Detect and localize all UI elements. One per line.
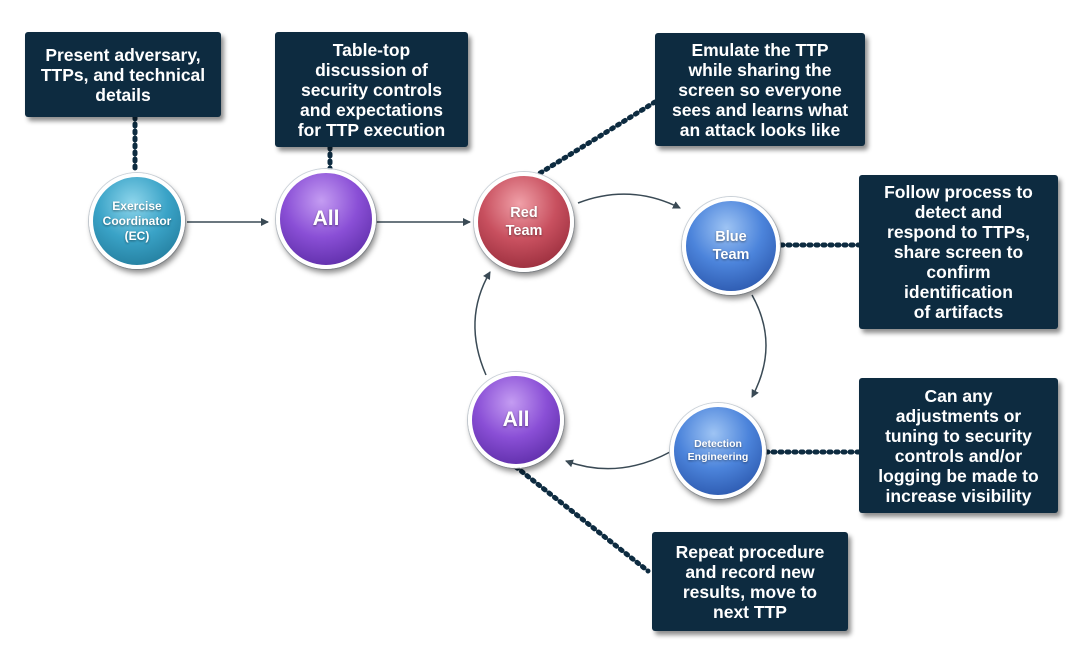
box-repeat-text: Repeat procedure and record new results,… [675, 541, 825, 622]
node-all-top-label: All [312, 207, 340, 230]
arrow-red-to-blue [577, 193, 681, 209]
box-table-top: Table-top discussion of security control… [275, 32, 468, 147]
node-all-bottom: All [468, 372, 564, 468]
node-blue-team: Blue Team [682, 197, 780, 295]
box-follow-process: Follow process to detect and respond to … [859, 175, 1058, 329]
arrow-detection-to-all [565, 451, 671, 470]
node-red-team-label: Red Team [505, 205, 543, 239]
node-red-team: Red Team [474, 172, 574, 272]
node-exercise-coordinator-label: Exercise Coordinator (EC) [102, 198, 172, 243]
box-present-adversary: Present adversary, TTPs, and technical d… [25, 32, 221, 117]
box-emulate: Emulate the TTP while sharing the screen… [655, 33, 865, 146]
box-follow-process-text: Follow process to detect and respond to … [884, 182, 1033, 322]
arrow-blue-to-detection [751, 294, 767, 398]
box-present-adversary-text: Present adversary, TTPs, and technical d… [40, 44, 206, 105]
node-all-bottom-label: All [502, 408, 530, 431]
leader-emulate [534, 99, 658, 178]
box-emulate-text: Emulate the TTP while sharing the screen… [671, 39, 849, 140]
node-exercise-coordinator: Exercise Coordinator (EC) [89, 173, 185, 269]
box-table-top-text: Table-top discussion of security control… [297, 39, 446, 140]
box-adjustments: Can any adjustments or tuning to securit… [859, 378, 1058, 513]
box-repeat: Repeat procedure and record new results,… [652, 532, 848, 631]
node-blue-team-label: Blue Team [712, 229, 750, 263]
box-adjustments-text: Can any adjustments or tuning to securit… [878, 385, 1039, 506]
leader-repeat [513, 464, 651, 574]
node-all-top: All [276, 169, 376, 269]
node-detection-engineering-label: Detection Engineering [687, 438, 749, 463]
arrow-all-to-red-cycle [474, 271, 491, 376]
node-detection-engineering: Detection Engineering [670, 403, 766, 499]
